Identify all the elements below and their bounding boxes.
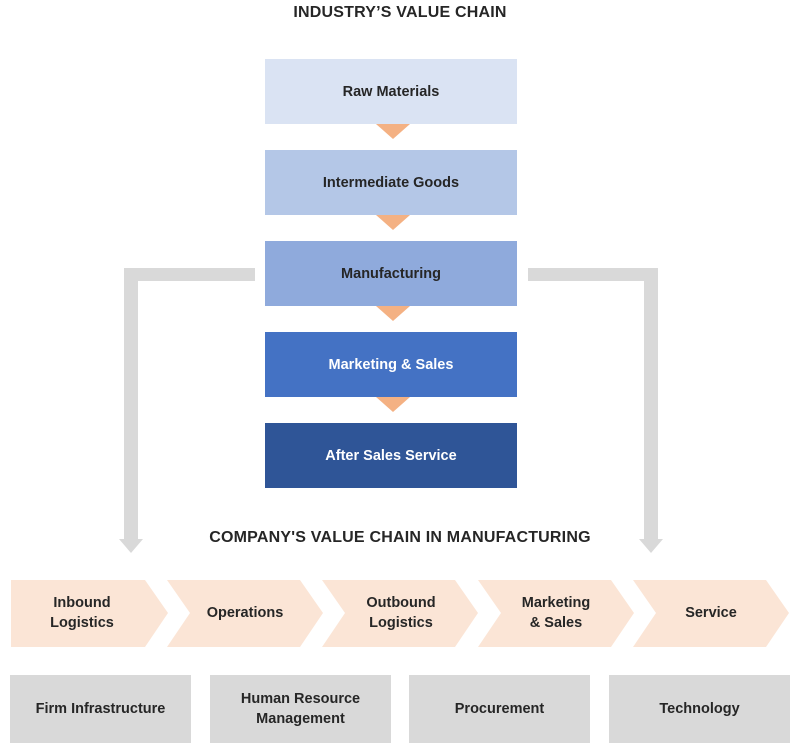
support-activity-technology: Technology [609,675,790,743]
primary-activity-label: Operations [206,605,284,621]
chevron-inbound-logistics [11,580,168,647]
right-connector-arrow [528,268,663,553]
step-arrow-1 [376,124,410,139]
company-value-chain-title: COMPANY'S VALUE CHAIN IN MANUFACTURING [209,529,591,546]
industry-step-after-sales-service: After Sales Service [265,423,517,488]
industry-step-manufacturing: Manufacturing [265,241,517,306]
chevron-outbound-logistics [322,580,478,647]
primary-activity-label: Outbound Logistics [366,595,436,631]
primary-activity-label: Inbound Logistics [50,595,114,631]
chevron-marketing-sales [478,580,634,647]
primary-activity-label: Marketing & Sales [521,595,591,631]
chevron-service [633,580,789,647]
industry-step-marketing-sales: Marketing & Sales [265,332,517,397]
primary-activity-label: Service [685,605,737,621]
support-activity-human-resource-management: Human Resource Management [210,675,391,743]
chevron-operations [167,580,323,647]
step-arrow-4 [376,397,410,412]
step-arrow-3 [376,306,410,321]
industry-value-chain-title: INDUSTRY’S VALUE CHAIN [293,4,507,21]
support-activity-procurement: Procurement [409,675,590,743]
industry-step-raw-materials: Raw Materials [265,59,517,124]
support-activity-firm-infrastructure: Firm Infrastructure [10,675,191,743]
left-connector-arrow [119,268,255,553]
primary-activities-chevrons [11,580,789,647]
industry-step-intermediate-goods: Intermediate Goods [265,150,517,215]
step-arrow-2 [376,215,410,230]
